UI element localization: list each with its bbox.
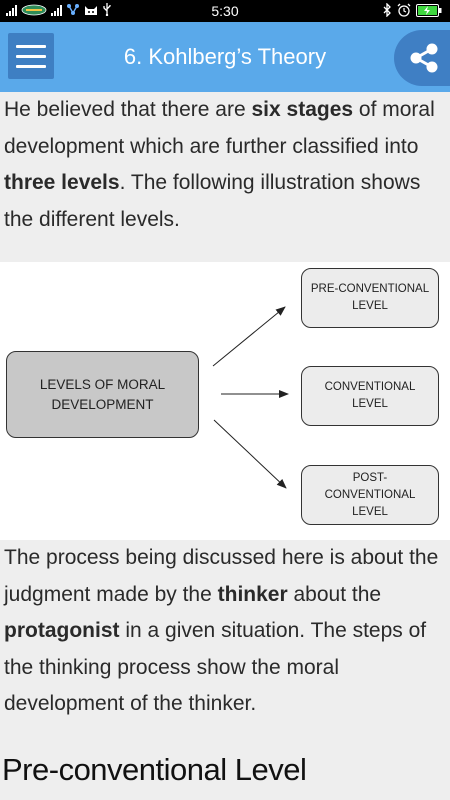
signal-icon <box>6 4 17 16</box>
carrier-icon <box>21 4 47 15</box>
bold-three-levels: three levels <box>4 171 120 194</box>
bluetooth-icon <box>383 3 391 17</box>
article-content: He believed that there are six stages of… <box>0 92 450 238</box>
battery-charging-icon <box>416 3 442 17</box>
cat-icon <box>85 6 97 15</box>
bold-six-stages: six stages <box>251 98 354 121</box>
share-icon <box>410 43 438 73</box>
share-button[interactable] <box>394 30 450 86</box>
diagram-arrows <box>212 306 289 489</box>
conventional-level-box: CONVENTIONAL LEVEL <box>301 366 439 426</box>
body-paragraph: The process being discussed here is abou… <box>4 546 439 715</box>
pre-conventional-level-box: PRE-CONVENTIONAL LEVEL <box>301 268 439 328</box>
network-icon <box>67 4 79 15</box>
body-section: The process being discussed here is abou… <box>0 540 450 723</box>
section-heading: Pre-conventional Level <box>2 752 307 787</box>
bold-thinker: thinker <box>217 582 288 606</box>
status-left-icons <box>6 3 112 16</box>
bold-protagonist: protagonist <box>4 619 120 642</box>
arrow-to-pre-conventional <box>212 306 286 367</box>
post-conventional-level-box: POST-CONVENTIONAL LEVEL <box>301 465 439 525</box>
status-time: 5:30 <box>211 3 239 19</box>
usb-icon <box>103 3 111 16</box>
alarm-icon <box>397 3 411 17</box>
status-right-icons <box>382 3 442 17</box>
app-bar: 6. Kohlberg’s Theory <box>0 22 450 92</box>
signal-icon <box>51 4 62 16</box>
menu-button[interactable] <box>8 33 54 79</box>
hamburger-menu-icon <box>16 44 46 48</box>
page-title: 6. Kohlberg’s Theory <box>123 44 327 69</box>
moral-levels-diagram: LEVELS OF MORAL DEVELOPMENT PRE-CONVENTI… <box>0 262 450 540</box>
arrow-to-post-conventional <box>213 419 287 489</box>
status-bar: 5:30 <box>0 0 450 22</box>
intro-paragraph: He believed that there are six stages of… <box>4 98 435 231</box>
levels-of-moral-development-box: LEVELS OF MORAL DEVELOPMENT <box>6 351 199 438</box>
